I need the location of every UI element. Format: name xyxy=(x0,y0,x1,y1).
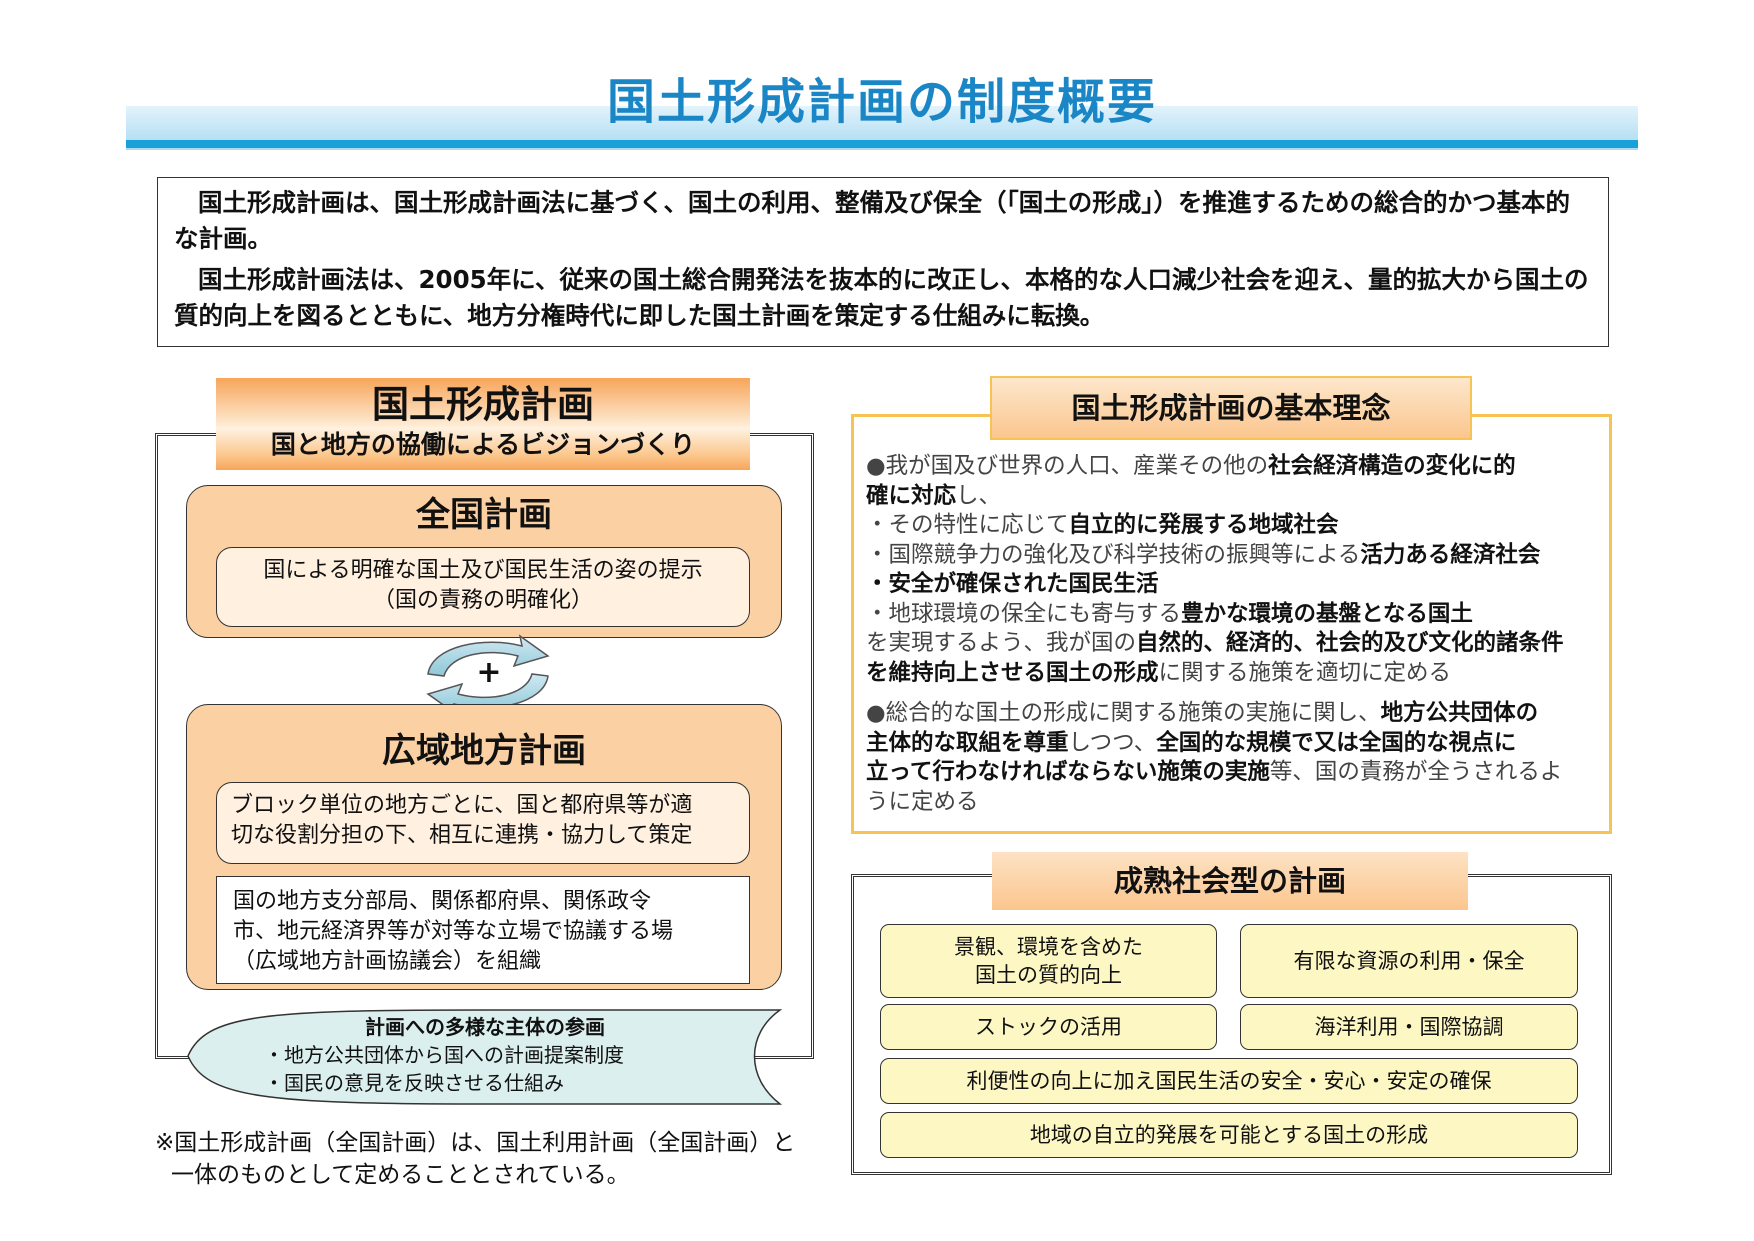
regional-desc-line-2: 切な役割分担の下、相互に連携・協力して策定 xyxy=(231,823,693,848)
mature-item-resources: 有限な資源の利用・保全 xyxy=(1240,924,1578,998)
national-plan-line-2: （国の責務の明確化） xyxy=(372,588,593,613)
left-panel-header: 国土形成計画 国と地方の協働によるビジョンづくり xyxy=(216,378,750,470)
regional-council-description: 国の地方支分部局、関係都府県、関係政令 市、地元経済界等が対等な立場で協議する場… xyxy=(216,876,750,984)
principles-line-12: うに定める xyxy=(866,788,979,815)
national-plan-title: 全国計画 xyxy=(416,495,552,535)
principles-line-6: ・地球環境の保全にも寄与する豊かな環境の基盤となる国土 xyxy=(866,600,1473,627)
participation-title: 計画への多様な主体の参画 xyxy=(365,1015,605,1039)
participation-item-2: ・国民の意見を反映させる仕組み xyxy=(264,1071,564,1095)
principles-line-7: を実現するよう、我が国の自然的、経済的、社会的及び文化的諸条件 xyxy=(866,630,1564,656)
principles-header: 国土形成計画の基本理念 xyxy=(990,376,1472,440)
footnote: ※国土形成計画（全国計画）は、国土利用計画（全国計画）と 一体のものとして定める… xyxy=(155,1127,815,1191)
regional-council-line-3: （広域地方計画協議会）を組織 xyxy=(233,949,542,974)
mature-item-1-line-2: 国土の質的向上 xyxy=(975,963,1122,987)
national-plan-line-1: 国による明確な国土及び国民生活の姿の提示 xyxy=(263,558,703,583)
participation-item-1: ・地方公共団体から国への計画提案制度 xyxy=(264,1043,624,1067)
principles-line-4: ・国際競争力の強化及び科学技術の振興等による活力ある経済社会 xyxy=(866,541,1541,568)
mature-item-stock: ストックの活用 xyxy=(880,1004,1217,1050)
principles-line-8: を維持向上させる国土の形成に関する施策を適切に定める xyxy=(866,659,1452,686)
mature-society-header: 成熟社会型の計画 xyxy=(992,852,1468,910)
regional-council-line-1: 国の地方支分部局、関係都府県、関係政令 xyxy=(233,889,652,914)
intro-box: 国土形成計画は、国土形成計画法に基づく、国土の利用、整備及び保全（「国土の形成」… xyxy=(157,177,1609,347)
mature-item-1-line-1: 景観、環境を含めた xyxy=(954,935,1143,959)
mature-item-ocean: 海洋利用・国際協調 xyxy=(1240,1004,1578,1050)
footnote-line-1: ※国土形成計画（全国計画）は、国土利用計画（全国計画）と xyxy=(155,1130,796,1156)
principles-line-5: ・安全が確保された国民生活 xyxy=(866,571,1159,597)
principles-line-3: ・その特性に応じて自立的に発展する地域社会 xyxy=(866,512,1339,538)
regional-plan-description: ブロック単位の地方ごとに、国と都府県等が適 切な役割分担の下、相互に連携・協力し… xyxy=(216,782,750,864)
principles-line-1: ●我が国及び世界の人口、産業その他の社会経済構造の変化に的 xyxy=(866,453,1516,479)
intro-paragraph-1: 国土形成計画は、国土形成計画法に基づく、国土の利用、整備及び保全（「国土の形成」… xyxy=(174,188,1570,253)
intro-paragraph-2: 国土形成計画法は、2005年に、従来の国土総合開発法を抜本的に改正し、本格的な人… xyxy=(174,265,1589,330)
participation-banner-shape xyxy=(187,1009,782,1105)
principles-line-11: 立って行わなければならない施策の実施等、国の責務が全うされるよ xyxy=(866,759,1563,785)
mature-item-safety: 利便性の向上に加え国民生活の安全・安心・安定の確保 xyxy=(880,1058,1578,1104)
national-plan-description: 国による明確な国土及び国民生活の姿の提示 （国の責務の明確化） xyxy=(216,547,750,627)
regional-desc-line-1: ブロック単位の地方ごとに、国と都府県等が適 xyxy=(231,793,693,818)
plus-sign: + xyxy=(476,655,502,690)
regional-council-line-2: 市、地元経済界等が対等な立場で協議する場 xyxy=(233,919,674,944)
left-panel-subtitle: 国と地方の協働によるビジョンづくり xyxy=(270,430,696,459)
mature-item-regional-development: 地域の自立的発展を可能とする国土の形成 xyxy=(880,1112,1578,1158)
principles-line-10: 主体的な取組を尊重しつつ、全国的な規模で又は全国的な視点に xyxy=(866,729,1517,756)
mature-item-quality-improvement: 景観、環境を含めた 国土の質的向上 xyxy=(880,924,1217,998)
left-panel-title: 国土形成計画 xyxy=(372,383,594,426)
principles-line-2: 確に対応し、 xyxy=(866,482,1002,509)
regional-plan-title: 広域地方計画 xyxy=(382,731,586,771)
principles-line-9: ●総合的な国土の形成に関する施策の実施に関し、地方公共団体の xyxy=(866,700,1539,726)
footnote-line-2: 一体のものとして定めることとされている。 xyxy=(171,1162,630,1188)
title-underline xyxy=(126,140,1638,148)
principles-body: ●我が国及び世界の人口、産業その他の社会経済構造の変化に的 確に対応し、 ・その… xyxy=(866,452,1606,817)
page-title: 国土形成計画の制度概要 xyxy=(606,74,1157,130)
